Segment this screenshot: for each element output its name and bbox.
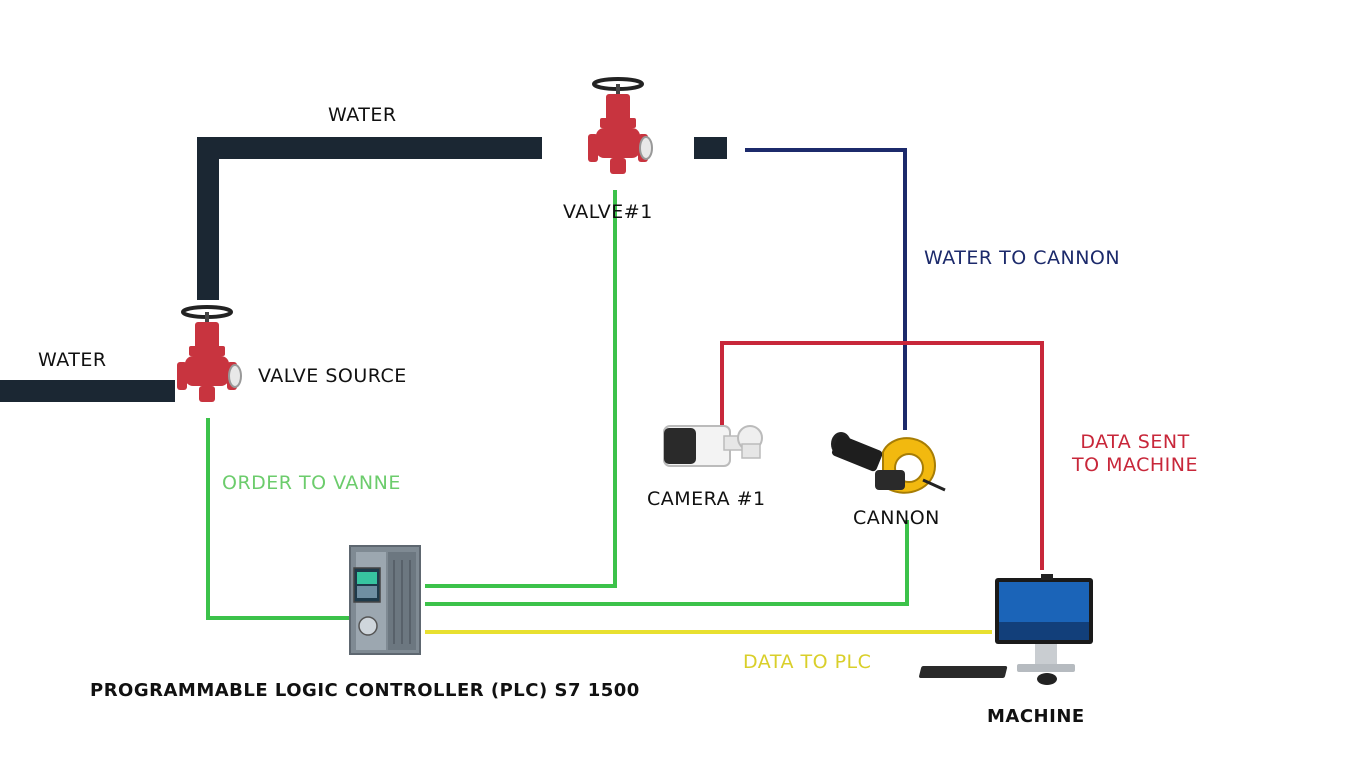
label-machine: MACHINE bbox=[987, 706, 1085, 727]
valve-source-icon bbox=[177, 305, 242, 402]
label-data-sent-line2: TO MACHINE bbox=[1071, 454, 1199, 476]
label-valve-1: VALVE#1 bbox=[563, 201, 653, 223]
valve-1-icon bbox=[588, 77, 653, 174]
line-data-sent-to-machine bbox=[720, 341, 1044, 570]
label-water-inlet: WATER bbox=[38, 349, 107, 371]
water-pipes bbox=[0, 137, 727, 402]
pipe-top-horizontal bbox=[197, 137, 542, 159]
pipe-water-inlet bbox=[0, 380, 175, 402]
label-water-to-cannon: WATER TO CANNON bbox=[924, 247, 1121, 269]
line-water-to-cannon bbox=[745, 148, 907, 430]
label-order-to-vanne: ORDER TO VANNE bbox=[222, 472, 401, 494]
label-water-top: WATER bbox=[328, 104, 397, 126]
machine-computer-icon bbox=[919, 574, 1093, 685]
label-camera-1: CAMERA #1 bbox=[647, 488, 766, 510]
cannon-icon bbox=[831, 432, 946, 494]
line-order-to-cannon bbox=[425, 520, 909, 606]
line-order-to-valve-source bbox=[206, 418, 350, 620]
label-cannon: CANNON bbox=[853, 507, 940, 529]
pipe-vertical-left bbox=[197, 137, 219, 300]
label-valve-source: VALVE SOURCE bbox=[258, 365, 407, 387]
label-data-sent-line1: DATA SENT bbox=[1080, 431, 1190, 453]
camera-icon bbox=[663, 425, 763, 467]
plc-icon bbox=[349, 545, 421, 655]
label-data-to-plc: DATA TO PLC bbox=[743, 651, 872, 673]
pipe-valve1-outlet bbox=[694, 137, 727, 159]
label-plc: PROGRAMMABLE LOGIC CONTROLLER (PLC) S7 1… bbox=[90, 680, 640, 701]
line-order-to-valve1 bbox=[425, 190, 617, 588]
